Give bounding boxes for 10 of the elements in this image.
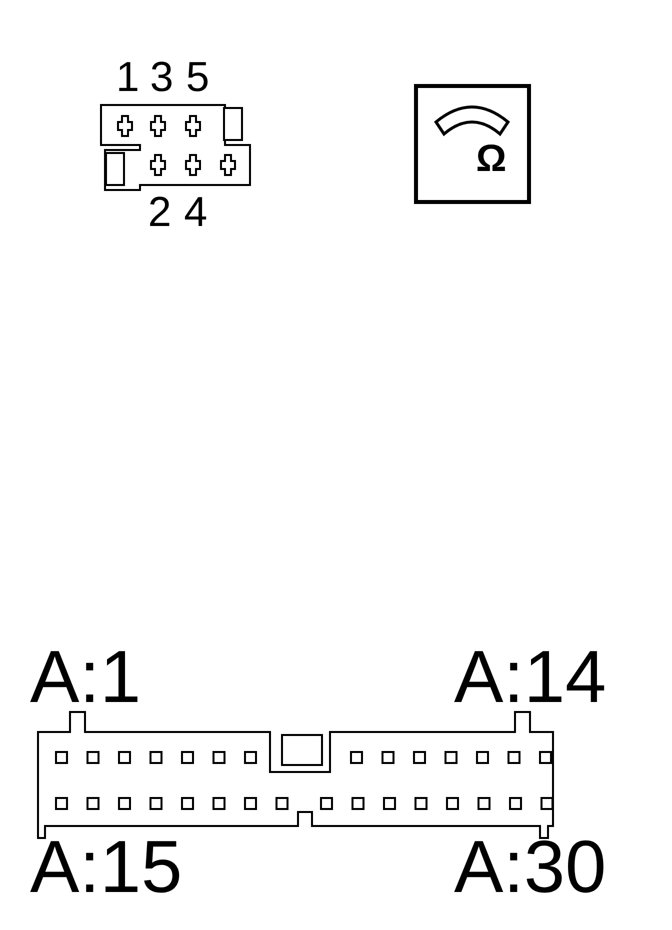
pin-number: 1 [116, 56, 140, 98]
pin-number: 3 [150, 56, 174, 98]
ohm-symbol: Ω [476, 140, 506, 178]
pin-number: 4 [184, 191, 208, 233]
pin-label: A:1 [30, 640, 142, 714]
pin-number: 5 [186, 56, 210, 98]
pin-label: A:15 [30, 830, 182, 904]
pin-label: A:30 [454, 830, 606, 904]
pin-label: A:14 [454, 640, 606, 714]
pin-number: 2 [148, 191, 172, 233]
